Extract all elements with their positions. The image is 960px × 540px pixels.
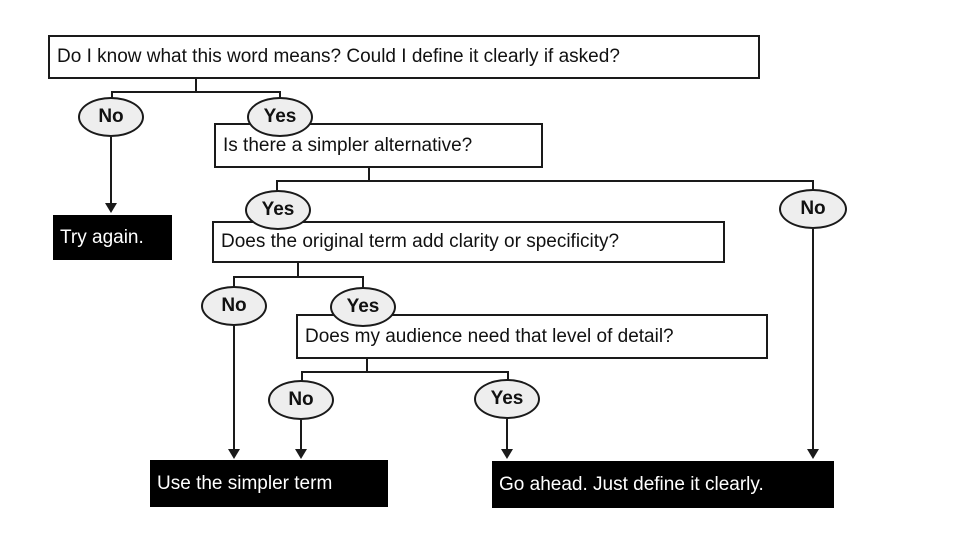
branch-label-no-far: No (779, 189, 847, 229)
branch-label-no-4: No (268, 380, 334, 420)
branch-label-no-1: No (78, 97, 144, 137)
decision-node-adds-clarity: Does the original term add clarity or sp… (212, 221, 725, 263)
connector (301, 371, 509, 382)
connector (276, 180, 814, 192)
branch-label-yes-3: Yes (330, 287, 396, 327)
arrowhead-icon (501, 449, 513, 459)
result-node-use-simpler-term: Use the simpler term (150, 460, 388, 507)
result-node-go-ahead: Go ahead. Just define it clearly. (492, 461, 834, 508)
branch-label-yes-2: Yes (245, 190, 311, 230)
branch-label-no-3: No (201, 286, 267, 326)
connector (233, 276, 364, 289)
arrowhead-icon (295, 449, 307, 459)
arrowhead-icon (105, 203, 117, 213)
connector (111, 91, 281, 99)
arrowhead-icon (228, 449, 240, 459)
decision-node-simpler-alternative: Is there a simpler alternative? (214, 123, 543, 168)
decision-node-know-word: Do I know what this word means? Could I … (48, 35, 760, 79)
branch-label-yes-4: Yes (474, 379, 540, 419)
branch-label-yes-1: Yes (247, 97, 313, 137)
result-node-try-again: Try again. (53, 215, 172, 260)
arrowhead-icon (807, 449, 819, 459)
